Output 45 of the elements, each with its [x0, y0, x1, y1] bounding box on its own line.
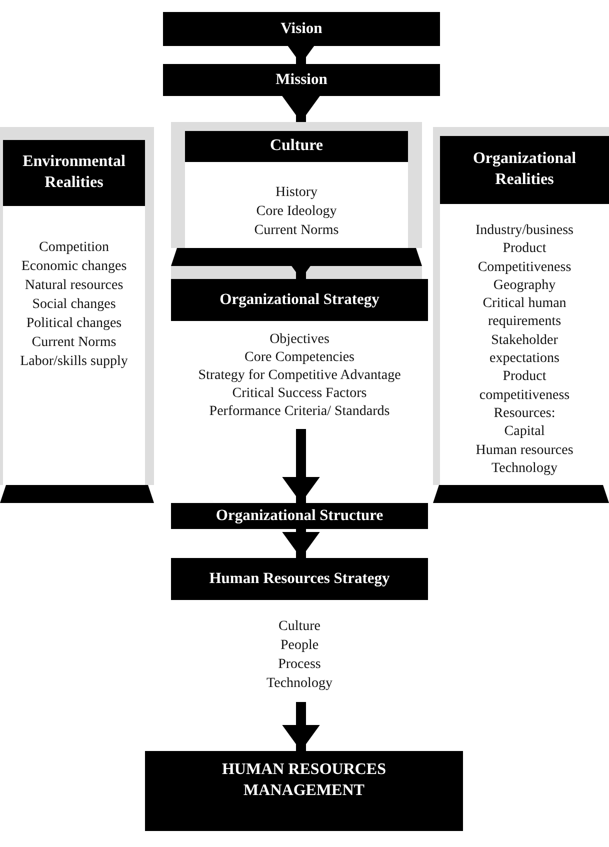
list-item: Critical Success Factors [231, 385, 368, 403]
arrow [282, 429, 320, 503]
heading-bar: Human Resources Strategy [171, 558, 428, 600]
list-item: Human resources [474, 442, 574, 460]
list-item: Resources: [492, 404, 556, 423]
panel-heading: Culture [185, 131, 408, 162]
heading-bar: Organizational Strategy [171, 279, 428, 321]
list-item: Product competitiveness [478, 368, 571, 405]
arrow [282, 529, 320, 558]
list-item: Political changes [25, 315, 123, 333]
list-item: Social changes [31, 296, 117, 314]
list-item: Stakeholder expectations [488, 332, 560, 368]
list-item: Strategy for Competitive Advantage [197, 367, 402, 385]
list-item: Culture [278, 618, 322, 636]
arrow [288, 46, 314, 64]
list-item: Industry/business [474, 222, 574, 240]
list-item: History [274, 184, 318, 202]
arrow [282, 702, 320, 751]
list-item: Current Norms [253, 222, 340, 240]
heading-bar: Vision [163, 12, 440, 46]
list-item: Geography [492, 276, 557, 295]
list-item: Critical human requirements [482, 295, 568, 332]
list-item: Performance Criteria/ Standards [208, 403, 391, 421]
list-item: Current Norms [30, 334, 118, 352]
result-box: HUMAN RESOURCES MANAGEMENT [145, 751, 463, 831]
heading-bar: Organizational Structure [171, 503, 428, 529]
panel-heading: Organizational Realities [440, 136, 609, 204]
arrow [292, 266, 310, 279]
list-item: Economic changes [20, 258, 128, 276]
list-item: Competition [38, 239, 110, 257]
heading-bar: Mission [163, 64, 440, 96]
list-item: Competitiveness [476, 258, 572, 277]
list-item: Core Ideology [255, 203, 338, 221]
panel-heading: Environmental Realities [3, 140, 145, 206]
list-item: Objectives [268, 331, 330, 349]
list-item: Labor/skills supply [19, 353, 129, 371]
list-item: Natural resources [24, 277, 124, 295]
arrow [282, 96, 320, 122]
list-item: Capital [503, 423, 546, 442]
list-item: Process [277, 656, 322, 674]
list-item: People [279, 637, 320, 655]
list-item: Product [502, 240, 548, 258]
list-item: Core Competencies [243, 349, 356, 367]
list-item: Technology [490, 460, 558, 478]
list-item: Technology [266, 675, 334, 693]
